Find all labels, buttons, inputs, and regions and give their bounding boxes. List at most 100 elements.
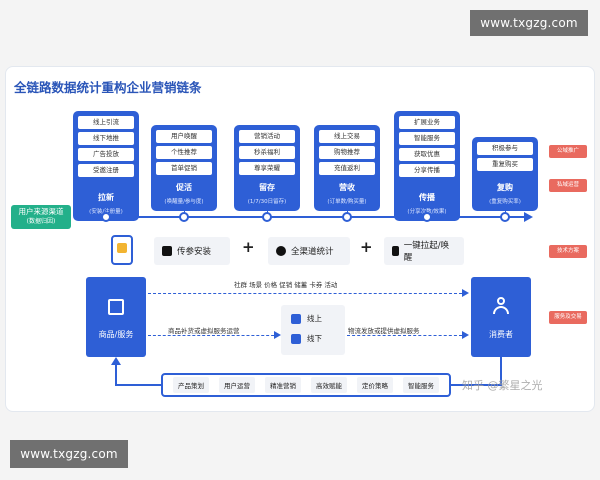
plus-sign-1: + — [242, 238, 255, 256]
stage-item: 用户唤醒 — [156, 130, 212, 143]
right-arrowhead-icon — [462, 331, 469, 339]
user-source-box: 用户来源渠道 (数据归因) — [11, 205, 71, 229]
install-icon — [162, 246, 172, 256]
stage-item: 重复购买 — [477, 158, 533, 171]
stage-items: 线上交易购物推荐充值返利 — [319, 130, 375, 175]
stage-items: 扩展业务智能服务获取优惠分享传播 — [399, 116, 455, 177]
stage-item: 扩展业务 — [399, 116, 455, 129]
axis-node — [262, 212, 272, 222]
stage-metric: (订单数/购买量) — [327, 199, 367, 205]
stage-item: 线下地推 — [78, 132, 134, 145]
feedback-line-bottom-left — [115, 384, 161, 386]
feature-all-channel: 全渠道统计 — [268, 237, 350, 265]
axis-node — [342, 212, 352, 222]
stage-item: 购物推荐 — [319, 146, 375, 159]
funnel-axis — [74, 216, 526, 218]
stage-column: 营销活动秒杀福利尊享荣耀留存 (1/7/30日留存) — [234, 125, 300, 211]
goods-service-box: 商品/服务 — [86, 277, 146, 357]
capability-item: 高效赋能 — [311, 377, 347, 393]
tag-public-promo: 公域推广 — [549, 145, 587, 158]
stage-item: 充值返利 — [319, 162, 375, 175]
stage-item: 营销活动 — [239, 130, 295, 143]
offline-icon — [291, 333, 301, 344]
stage-name: 营收 — [339, 183, 355, 192]
axis-node — [422, 212, 432, 222]
stage-item: 秒杀福利 — [239, 146, 295, 159]
consumer-label: 消费者 — [489, 330, 513, 339]
stage-column: 用户唤醒个性推荐首单促销促活(唤醒量/参与度) — [151, 125, 217, 211]
left-arrowhead-icon — [274, 331, 281, 339]
stage-column: 线上交易购物推荐充值返利营收 (订单数/购买量) — [314, 125, 380, 211]
axis-node — [179, 212, 189, 222]
scene-arrowhead-icon — [462, 289, 469, 297]
diagram-title: 全链路数据统计重构企业营销链条 — [14, 80, 202, 95]
consumer-box: 消费者 — [471, 277, 531, 357]
channel-offline-label: 线下 — [307, 334, 322, 343]
axis-arrowhead-icon — [524, 212, 533, 222]
phone-icon — [111, 235, 133, 265]
stage-name: 拉新 — [98, 193, 114, 202]
feedback-line-left — [115, 362, 117, 386]
plus-sign-2: + — [360, 238, 373, 256]
online-icon — [291, 313, 301, 324]
axis-node — [500, 212, 510, 222]
feedback-line-right — [500, 357, 502, 385]
stage-metric: (重复购买率) — [489, 199, 521, 205]
stage-item: 分享传播 — [399, 164, 455, 177]
user-source-sub: (数据归因) — [26, 218, 56, 225]
bag-icon — [108, 299, 124, 315]
right-flow-text: 物流发放或提供虚拟服务 — [348, 327, 420, 335]
stage-metric: (1/7/30日留存) — [247, 199, 287, 205]
wake-icon — [392, 246, 399, 256]
stage-item: 尊享荣耀 — [239, 162, 295, 175]
stage-item: 积极参与 — [477, 142, 533, 155]
stage-items: 线上引流线下地推广告投放受邀注册 — [78, 116, 134, 177]
stage-item: 个性推荐 — [156, 146, 212, 159]
stage-item: 获取优惠 — [399, 148, 455, 161]
scene-dashed-line — [148, 293, 462, 294]
feature-param-install: 传参安装 — [154, 237, 230, 265]
tag-private-ops: 私域运营 — [549, 179, 587, 192]
feature-all-channel-label: 全渠道统计 — [291, 247, 334, 257]
stage-name: 复购 — [497, 183, 513, 192]
stage-item: 线上交易 — [319, 130, 375, 143]
stage-name: 传播 — [419, 193, 435, 202]
feedback-arrowhead-icon — [111, 357, 121, 365]
stage-item: 首单促销 — [156, 162, 212, 175]
zhihu-watermark: 知乎 @繁星之光 — [462, 379, 543, 392]
stage-items: 积极参与重复购买 — [477, 142, 533, 171]
right-dashed-line — [347, 335, 462, 336]
channel-online: 线上 — [291, 313, 322, 324]
stage-items: 用户唤醒个性推荐首单促销 — [156, 130, 212, 175]
stage-name: 留存 — [259, 183, 275, 192]
scene-text: 社群 场景 价格 促销 储蓄 卡券 活动 — [234, 281, 338, 289]
feature-one-click-wake-label: 一键拉起/唤醒 — [403, 241, 450, 263]
user-icon — [493, 297, 509, 315]
channels-box: 线上 线下 — [281, 305, 345, 355]
capability-strip: 产品策划 用户运营 精准营销 高效赋能 定价策略 智能服务 — [161, 373, 451, 397]
capability-item: 精准营销 — [265, 377, 301, 393]
channel-offline: 线下 — [291, 333, 322, 344]
left-dashed-line — [148, 335, 279, 336]
channel-online-label: 线上 — [307, 314, 322, 323]
stage-name: 促活 — [176, 183, 192, 192]
tag-service-trade: 服务及交易 — [549, 311, 587, 324]
capability-item: 定价策略 — [357, 377, 393, 393]
user-source-title: 用户来源渠道 — [18, 207, 64, 216]
left-flow-text: 商品补货或虚拟服务运营 — [168, 327, 240, 335]
stage-item: 线上引流 — [78, 116, 134, 129]
watermark-top: www.txgzg.com — [470, 10, 588, 36]
stage-items: 营销活动秒杀福利尊享荣耀 — [239, 130, 295, 175]
feature-param-install-label: 传参安装 — [177, 247, 212, 257]
stage-item: 受邀注册 — [78, 164, 134, 177]
goods-service-label: 商品/服务 — [98, 330, 134, 339]
capability-item: 智能服务 — [403, 377, 439, 393]
capability-item: 用户运营 — [219, 377, 255, 393]
feedback-line-bottom-right — [451, 384, 502, 386]
tag-tech-solution: 技术方案 — [549, 245, 587, 258]
capability-item: 产品策划 — [173, 377, 209, 393]
stage-item: 智能服务 — [399, 132, 455, 145]
stage-column: 积极参与重复购买复购 (重复购买率) — [472, 137, 538, 211]
